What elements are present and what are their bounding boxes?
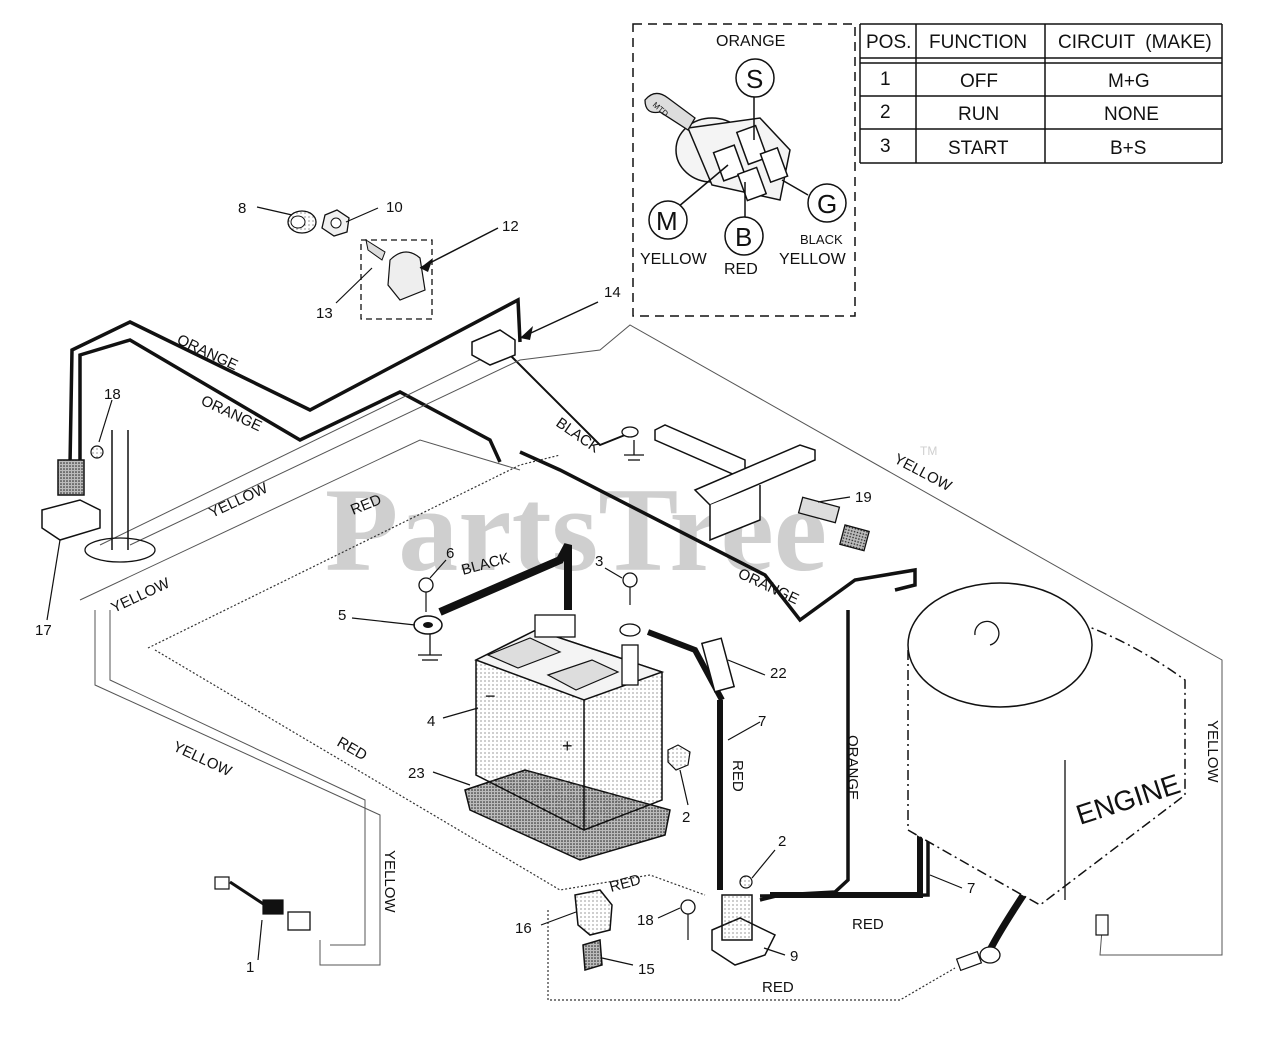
pin-g: G BLACK YELLOW xyxy=(779,183,847,268)
spark-plug-terminal xyxy=(955,946,1001,972)
table-cell: 3 xyxy=(880,136,891,157)
table-header-function: FUNCTION xyxy=(929,32,1027,53)
wire-label-black: BLACK xyxy=(553,414,603,456)
table-cell: OFF xyxy=(960,71,998,92)
switch-parts-exploded xyxy=(256,206,499,320)
callout-2: 2 xyxy=(682,809,690,826)
table-header-pos: POS. xyxy=(866,32,911,53)
fuse-15 xyxy=(582,939,603,971)
solenoid-9 xyxy=(711,875,777,966)
table-cell: 2 xyxy=(880,102,891,123)
callout-8: 8 xyxy=(238,200,246,217)
svg-text:S: S xyxy=(746,64,763,94)
wire-label-red: RED xyxy=(608,871,643,896)
engine: ENGINE xyxy=(907,582,1186,906)
ground-terminal xyxy=(621,426,644,461)
callout-12: 12 xyxy=(502,218,519,235)
callout-13: 13 xyxy=(316,305,333,322)
switch-wire-orange-label: ORANGE xyxy=(716,33,785,50)
callout-3: 3 xyxy=(595,553,603,570)
watermark-tm: TM xyxy=(920,444,937,458)
black-wires xyxy=(509,354,626,447)
callout-17: 17 xyxy=(35,622,52,639)
callout-10: 10 xyxy=(386,199,403,216)
table-cell: START xyxy=(948,138,1009,159)
callout-6: 6 xyxy=(446,545,454,562)
red-wires xyxy=(147,454,956,1001)
wire-label-yellow: YELLOW xyxy=(109,574,174,616)
engine-sensor-terminal xyxy=(1095,914,1109,936)
callouts: 1 2 2 3 4 5 6 7 7 8 9 10 12 13 14 15 16 … xyxy=(35,199,975,978)
bracket-19 xyxy=(654,424,870,552)
pin-g-label-black: BLACK xyxy=(800,232,843,247)
callout-1: 1 xyxy=(246,959,254,976)
circuit-table: POS. FUNCTION CIRCUIT (MAKE) 1 OFF M+G 2… xyxy=(859,23,1223,164)
connector-14 xyxy=(471,301,599,366)
callout-7: 7 xyxy=(758,713,766,730)
callout-7: 7 xyxy=(967,880,975,897)
wire-label-red: RED xyxy=(729,760,746,792)
battery-ground-cable xyxy=(438,543,572,616)
callout-18: 18 xyxy=(104,386,121,403)
table-cell: RUN xyxy=(958,104,999,125)
table-cell: M+G xyxy=(1108,71,1150,92)
yellow-wires xyxy=(79,324,1223,966)
callout-4: 4 xyxy=(427,713,435,730)
callout-18: 18 xyxy=(637,912,654,929)
callout-16: 16 xyxy=(515,920,532,937)
svg-text:B: B xyxy=(735,222,752,252)
table-header-circuit: CIRCUIT (MAKE) xyxy=(1058,32,1212,53)
callout-19: 19 xyxy=(855,489,872,506)
terminal-boot-22 xyxy=(700,637,736,693)
wire-label-red: RED xyxy=(762,979,794,996)
wire-label-yellow: YELLOW xyxy=(207,479,272,521)
nut-2 xyxy=(667,744,691,771)
pin-m: M YELLOW xyxy=(640,200,708,268)
pto-switch-17 xyxy=(41,430,156,563)
table-cell: 1 xyxy=(880,69,891,90)
ignition-switch-drawing: MTD xyxy=(644,92,809,220)
table-cell: B+S xyxy=(1110,138,1146,159)
svg-text:G: G xyxy=(817,189,837,219)
callout-22: 22 xyxy=(770,665,787,682)
battery-4: − + xyxy=(474,614,665,831)
wire-label-red: RED xyxy=(852,916,884,933)
battery-positive-sign: + xyxy=(562,736,573,756)
bolt-18-lower xyxy=(680,899,696,940)
wire-label-yellow: YELLOW xyxy=(381,850,398,913)
pin-b-label: RED xyxy=(724,261,758,278)
svg-text:M: M xyxy=(656,206,678,236)
pin-m-label: YELLOW xyxy=(640,251,708,268)
callout-5: 5 xyxy=(338,607,346,624)
wire-label-orange: ORANGE xyxy=(844,735,861,800)
ignition-switch-detail: ORANGE MTD S M YELLOW xyxy=(632,23,856,317)
callout-14: 14 xyxy=(604,284,621,301)
table-cell: NONE xyxy=(1104,104,1159,125)
callout-2: 2 xyxy=(778,833,786,850)
connector-1 xyxy=(214,876,311,931)
pin-s: S xyxy=(735,58,775,98)
screw-3 xyxy=(619,572,641,637)
callout-23: 23 xyxy=(408,765,425,782)
wire-label-red: RED xyxy=(334,734,370,765)
wire-label-yellow: YELLOW xyxy=(1204,720,1221,783)
callout-15: 15 xyxy=(638,961,655,978)
pin-g-label-yellow: YELLOW xyxy=(779,251,847,268)
pin-b: B RED xyxy=(724,216,764,278)
callout-9: 9 xyxy=(790,948,798,965)
battery-negative-sign: − xyxy=(485,686,496,706)
wire-label-orange: ORANGE xyxy=(174,331,240,374)
fuse-holder-16 xyxy=(574,889,613,936)
